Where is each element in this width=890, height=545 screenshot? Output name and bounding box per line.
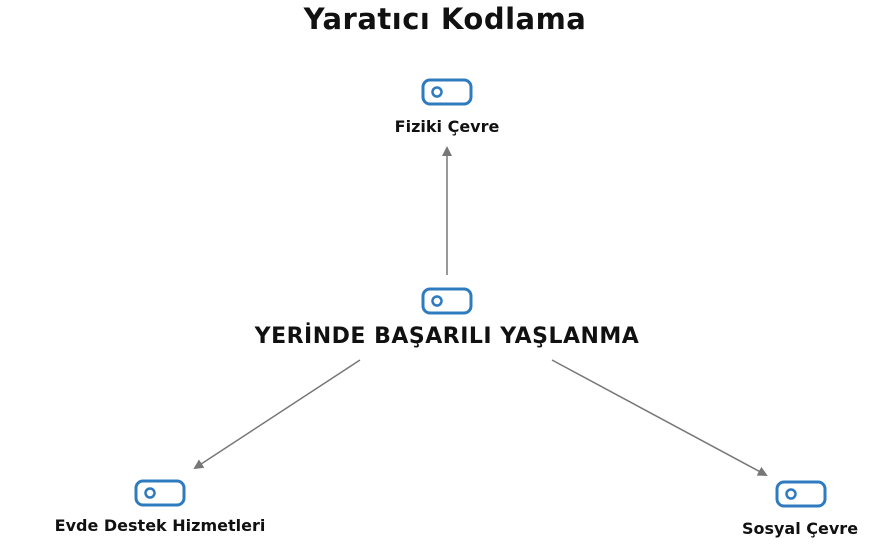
- code-tag-icon[interactable]: [774, 478, 828, 510]
- code-tag-icon[interactable]: [133, 477, 187, 509]
- edge-center-to-bottom-right: [551, 359, 768, 476]
- node-label-sosyal-cevre[interactable]: Sosyal Çevre: [741, 519, 859, 538]
- code-tag-icon[interactable]: [420, 76, 474, 108]
- node-label-fiziki-cevre[interactable]: Fiziki Çevre: [394, 117, 500, 136]
- edge-center-to-bottom-left: [193, 359, 361, 470]
- node-label-yerinde-basarili-yaslanma[interactable]: YERİNDE BAŞARILI YAŞLANMA: [254, 324, 640, 349]
- diagram-title: Yaratıcı Kodlama: [303, 2, 587, 36]
- code-tag-icon[interactable]: [420, 285, 474, 317]
- node-label-evde-destek-hizmetleri[interactable]: Evde Destek Hizmetleri: [54, 516, 266, 535]
